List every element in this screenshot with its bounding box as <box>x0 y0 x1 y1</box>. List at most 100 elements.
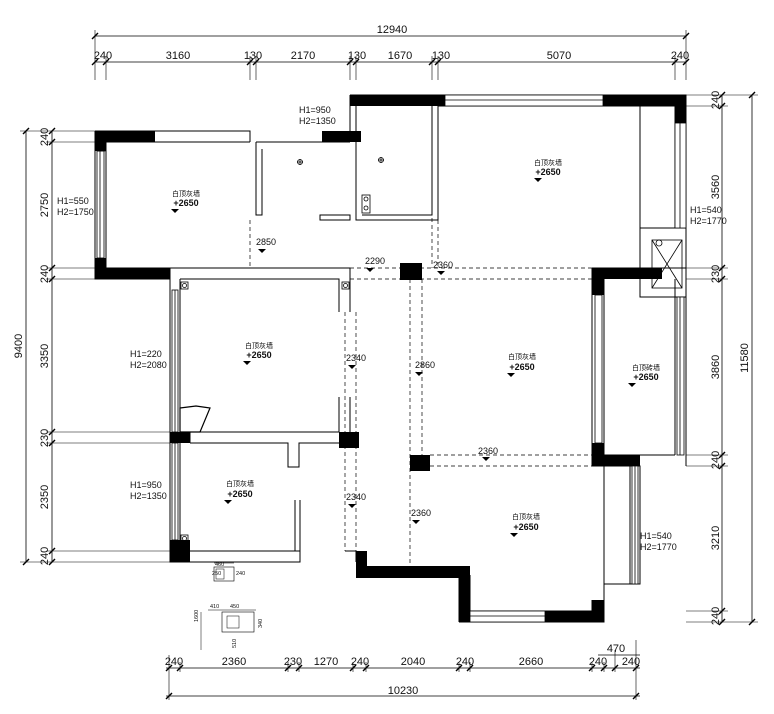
window-notes: H1=950 H2=1350 H1=550 H2=1750 H1=540 H2=… <box>57 105 727 552</box>
window-note-1-h2: H2=1350 <box>299 116 336 126</box>
detail-b-dim-2: 450 <box>230 604 239 610</box>
room-material-4: 白顶灰墙 <box>508 352 536 361</box>
bottom-dim-6: 2040 <box>401 656 425 668</box>
top-dim-6: 1670 <box>388 50 412 62</box>
bottom-dim-5: 240 <box>351 656 369 668</box>
right-dim-3: 230 <box>710 265 722 283</box>
top-dim-3: 130 <box>244 50 262 62</box>
top-dim-8: 5070 <box>547 50 571 62</box>
bottom-dim-extra: 470 <box>607 643 625 655</box>
bottom-dim-8: 2660 <box>519 656 543 668</box>
detail-a-dim-2: 250 <box>212 571 221 577</box>
top-dim-2: 3160 <box>166 50 190 62</box>
room-label-3: 白顶灰墙 +2650 <box>243 341 273 365</box>
right-dim-4: 3860 <box>710 355 722 379</box>
top-dim-1: 240 <box>94 50 112 62</box>
room-height-7: +2650 <box>513 522 538 532</box>
bottom-dim-9: 240 <box>589 656 607 668</box>
left-dimension-lines <box>20 127 180 566</box>
beam-label-8: 2360 <box>411 508 431 518</box>
beam-label-5: 2860 <box>415 360 435 370</box>
bottom-dim-4: 1270 <box>314 656 338 668</box>
beam-label-1: 2850 <box>256 237 276 247</box>
room-material-7: 白顶灰墙 <box>512 512 540 521</box>
room-height-1: +2650 <box>535 167 560 177</box>
detail-b-dim-4: 510 <box>232 639 238 648</box>
right-dimension-lines <box>686 91 758 626</box>
room-height-3: +2650 <box>246 350 271 360</box>
bottom-dim-1: 240 <box>165 656 183 668</box>
right-dim-2: 3560 <box>710 175 722 199</box>
right-dim-6: 3210 <box>710 526 722 550</box>
room-label-2: 白顶灰墙 +2650 <box>171 189 200 213</box>
bottom-dim-10: 240 <box>622 656 640 668</box>
beam-lines <box>249 106 592 566</box>
left-dim-7: 240 <box>39 547 51 565</box>
window-note-6-h2: H2=1770 <box>640 542 677 552</box>
left-dim-3: 240 <box>39 265 51 283</box>
bottom-dim-2: 2360 <box>222 656 246 668</box>
window-note-3-h2: H2=1770 <box>690 216 727 226</box>
window-note-4-h2: H2=2080 <box>130 360 167 370</box>
right-dim-7: 240 <box>710 607 722 625</box>
room-label-6: 白顶灰墙 +2650 <box>224 479 254 504</box>
beam-label-6: 2360 <box>478 446 498 456</box>
room-label-7: 白顶灰墙 +2650 <box>510 512 540 537</box>
top-dimensions: 240 3160 130 2170 130 1670 130 5070 240 <box>94 50 689 62</box>
wall-fills <box>95 95 686 622</box>
left-dim-1: 240 <box>39 128 51 146</box>
bottom-dim-7: 240 <box>456 656 474 668</box>
room-label-5: 白顶砖墙 +2650 <box>628 363 660 387</box>
beam-label-4: 2340 <box>346 353 366 363</box>
window-note-3-h1: H1=540 <box>690 205 722 215</box>
right-dimensions: 240 3560 230 3860 240 3210 240 11580 <box>710 91 751 625</box>
window-note-1-h1: H1=950 <box>299 105 331 115</box>
right-dim-5: 240 <box>710 451 722 469</box>
room-height-2: +2650 <box>173 198 198 208</box>
left-total-dimension: 9400 <box>13 334 25 358</box>
detail-a-dim-3: 240 <box>236 571 245 577</box>
room-height-6: +2650 <box>227 489 252 499</box>
room-material-1: 白顶灰墙 <box>534 158 562 167</box>
room-height-5: +2650 <box>633 372 658 382</box>
top-total-dimension: 12940 <box>377 24 408 36</box>
top-dim-4: 2170 <box>291 50 315 62</box>
left-dimensions: 9400 240 2750 240 3350 230 2350 240 <box>13 128 51 565</box>
beam-label-7: 2340 <box>346 492 366 502</box>
window-note-5-h1: H1=950 <box>130 480 162 490</box>
window-note-6-h1: H1=540 <box>640 531 672 541</box>
room-material-6: 白顶灰墙 <box>226 479 254 488</box>
beam-labels: 2850 2290 2360 2340 2860 2360 2340 2360 <box>256 237 498 524</box>
top-dim-9: 240 <box>671 50 689 62</box>
detail-a-dim-1: 460 <box>215 562 224 568</box>
room-material-3: 白顶灰墙 <box>245 341 273 350</box>
bottom-dimensions: 240 2360 230 1270 240 2040 240 2660 240 … <box>165 643 640 697</box>
right-total-dimension: 11580 <box>739 343 751 373</box>
beam-label-2: 2290 <box>365 256 385 266</box>
beam-label-3: 2360 <box>433 260 453 270</box>
top-dim-5: 130 <box>348 50 366 62</box>
bottom-dimension-lines <box>165 640 640 700</box>
detail-b-dim-1: 410 <box>210 604 219 610</box>
detail-b-dim-5: 340 <box>258 619 264 628</box>
room-material-5: 白顶砖墙 <box>632 363 660 372</box>
room-material-2: 白顶灰墙 <box>172 189 200 198</box>
left-dim-6: 2350 <box>39 485 51 509</box>
left-dim-2: 2750 <box>39 193 51 217</box>
left-dim-5: 230 <box>39 429 51 447</box>
window-note-2-h1: H1=550 <box>57 196 89 206</box>
bottom-dim-3: 230 <box>284 656 302 668</box>
detail-b-dim-3: 1600 <box>194 610 200 622</box>
window-note-4-h1: H1=220 <box>130 349 162 359</box>
room-label-1: 白顶灰墙 +2650 <box>534 158 562 182</box>
ceiling-lights <box>297 157 384 165</box>
right-dim-1: 240 <box>710 91 722 109</box>
window-note-2-h2: H2=1750 <box>57 207 94 217</box>
top-dimension-lines <box>91 30 690 80</box>
top-dim-7: 130 <box>432 50 450 62</box>
room-labels: 白顶灰墙 +2650 白顶灰墙 +2650 白顶灰墙 +2650 白顶灰墙 +2… <box>171 158 660 537</box>
fixtures <box>97 143 683 543</box>
detail-inset-b: 410 450 1600 510 340 <box>194 604 264 650</box>
windows <box>96 94 687 623</box>
bottom-total-dimension: 10230 <box>388 685 419 697</box>
